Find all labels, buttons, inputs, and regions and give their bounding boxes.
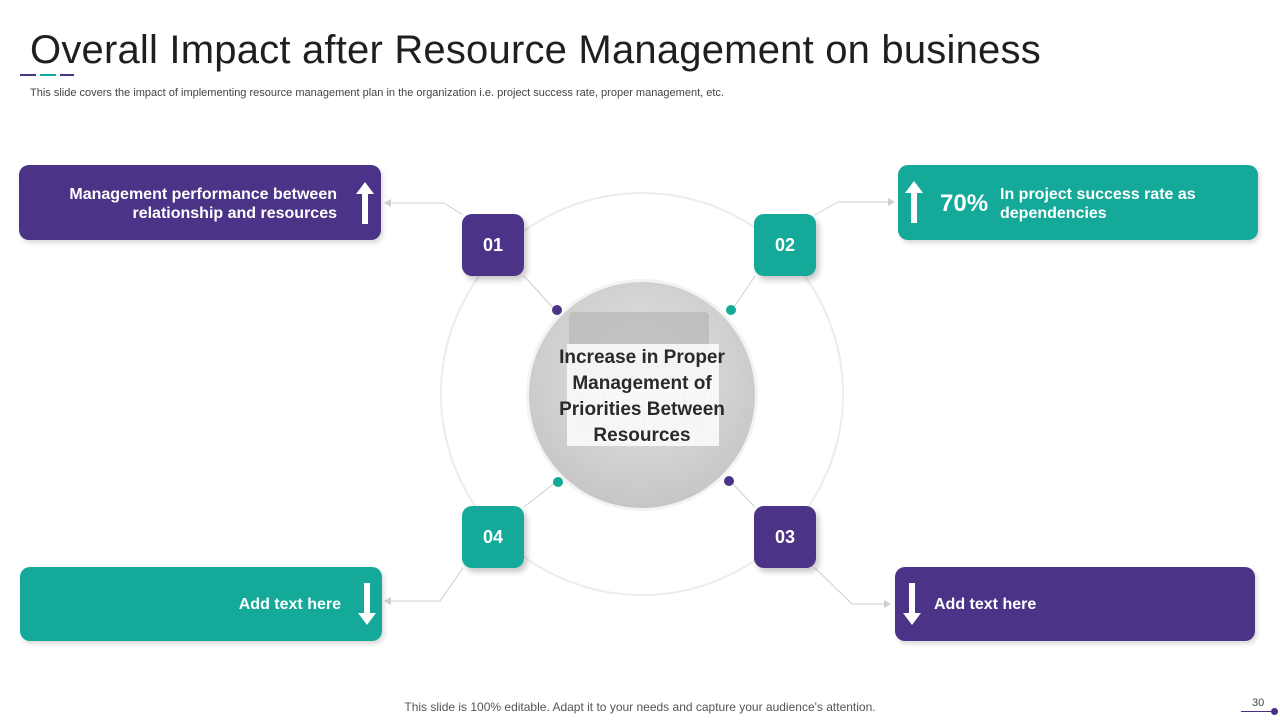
- step-number-02: 02: [754, 214, 816, 276]
- title-accent-teal: [40, 74, 56, 76]
- center-dot-04: [553, 477, 563, 487]
- step-panel-01: Management performance between relations…: [19, 165, 381, 240]
- arrow-down-icon: [903, 583, 921, 625]
- slide-title: Overall Impact after Resource Management…: [30, 28, 1041, 72]
- step-text-02: In project success rate as dependencies: [1000, 186, 1196, 222]
- arrow-up-icon: [356, 182, 374, 224]
- page-number-underline: [1241, 711, 1274, 712]
- slide-subtitle: This slide covers the impact of implemen…: [30, 87, 724, 99]
- connector-01: [390, 202, 464, 216]
- center-text-card: [567, 344, 719, 446]
- connector-arrowhead-04: [384, 597, 391, 605]
- step-percent-02: 70%: [940, 190, 989, 217]
- step-number-04: 04: [462, 506, 524, 568]
- step-number-01: 01: [462, 214, 524, 276]
- arrow-down-icon: [358, 583, 376, 625]
- step-panel-03: Add text here: [895, 567, 1255, 641]
- connector-04: [390, 567, 464, 602]
- slide-footer: This slide is 100% editable. Adapt it to…: [404, 700, 876, 714]
- title-accent-purple: [20, 74, 36, 76]
- connector-02: [814, 201, 890, 216]
- outer-ring: [440, 192, 844, 596]
- arrow-up-icon: [905, 181, 923, 223]
- step-text-04: Add text here: [238, 596, 341, 613]
- page-number-dot: [1271, 708, 1278, 715]
- center-dot-01: [552, 305, 562, 315]
- center-dot-03: [724, 476, 734, 486]
- connector-arrowhead-01: [384, 199, 391, 207]
- center-statement: Increase in Proper Management of Priorit…: [559, 347, 725, 446]
- title-accent-purple-2: [60, 74, 74, 76]
- connector-arrowhead-03: [884, 600, 891, 608]
- page-number: 30: [1252, 697, 1265, 709]
- step-panel-02: 70% In project success rate as dependenc…: [898, 165, 1258, 240]
- connector-arrowhead-02: [888, 198, 895, 206]
- center-dot-02: [726, 305, 736, 315]
- step-text-03: Add text here: [934, 596, 1037, 613]
- connector-03: [814, 567, 886, 605]
- step-panel-04: Add text here: [20, 567, 382, 641]
- step-text-01: Management performance between relations…: [69, 186, 337, 222]
- step-number-03: 03: [754, 506, 816, 568]
